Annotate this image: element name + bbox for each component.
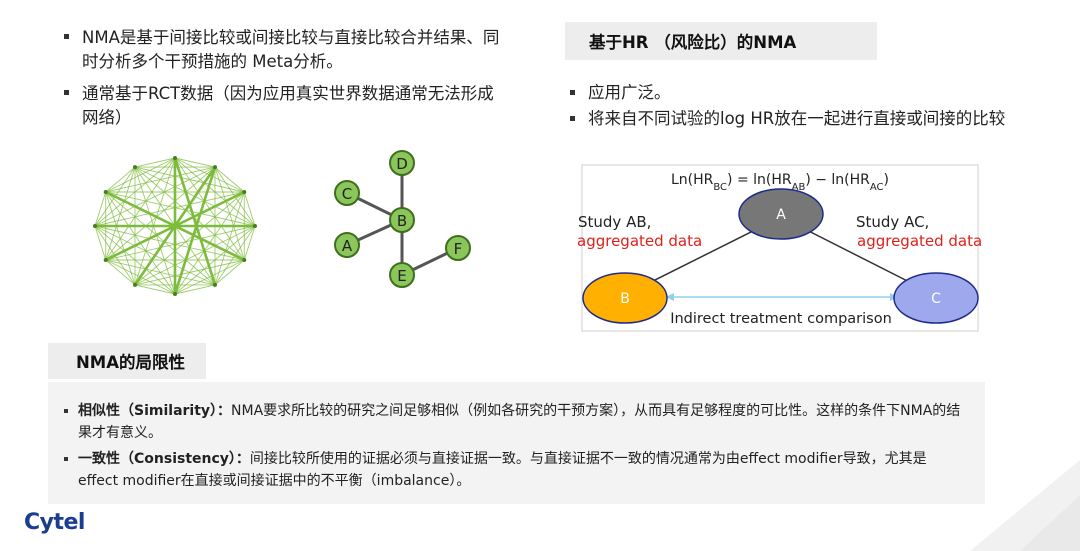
network-nodes bbox=[93, 156, 257, 296]
network-node bbox=[213, 282, 217, 287]
network-edge bbox=[94, 166, 136, 227]
network-edges bbox=[94, 157, 256, 295]
node-c-label: C bbox=[931, 291, 941, 307]
network-edge bbox=[105, 166, 136, 193]
network-node bbox=[253, 224, 257, 228]
bullet-rct-data: 通常基于RCT数据（因为应用真实世界数据通常无法形成网络） bbox=[60, 82, 510, 130]
node-c-ellipse bbox=[893, 272, 979, 324]
network-edge bbox=[174, 157, 216, 168]
node-d bbox=[389, 150, 415, 176]
limitation-similarity: 相似性（Similarity）：NMA要求所比较的研究之间足够相似（例如各研究的… bbox=[62, 400, 962, 444]
network-node bbox=[242, 258, 247, 262]
limitations-title-text: NMA的局限性 bbox=[76, 353, 185, 372]
network-edge bbox=[94, 225, 107, 261]
node-c-label: C bbox=[342, 185, 352, 203]
limitations-panel bbox=[48, 382, 985, 504]
node-b-label: B bbox=[620, 291, 630, 307]
bullet-nma-definition: NMA是基于间接比较或间接比较与直接比较合并结果、同时分析多个干预措施的 Met… bbox=[60, 26, 510, 74]
hr-bullets: 应用广泛。 将来自不同试验的log HR放在一起进行直接或间接的比较 bbox=[566, 80, 1066, 132]
bullet-widely-used: 应用广泛。 bbox=[566, 80, 1066, 106]
bullet-log-hr-comparison: 将来自不同试验的log HR放在一起进行直接或间接的比较 bbox=[566, 106, 1066, 132]
study-ac-aggregated: aggregated data bbox=[857, 232, 982, 250]
network-node bbox=[103, 190, 108, 194]
hr-section-title: 基于HR （风险比）的NMA bbox=[565, 22, 877, 60]
intro-bullets: NMA是基于间接比较或间接比较与直接比较合并结果、同时分析多个干预措施的 Met… bbox=[60, 26, 510, 138]
consistency-text: 间接比较所使用的证据必须与直接证据一致。与直接证据不一致的情况通常为由effec… bbox=[78, 451, 927, 489]
network-node bbox=[242, 190, 247, 194]
network-edge bbox=[134, 284, 176, 295]
network-edge bbox=[134, 166, 256, 227]
network-edge bbox=[134, 166, 245, 193]
hr-section-title-text: 基于HR （风险比）的NMA bbox=[589, 33, 797, 52]
network-edge bbox=[134, 191, 245, 286]
cytel-logo: Cytel bbox=[24, 510, 85, 535]
network-node bbox=[173, 292, 177, 296]
network-node bbox=[213, 165, 217, 170]
node-b bbox=[389, 207, 415, 233]
network-edge bbox=[174, 284, 216, 295]
similarity-text: NMA要求所比较的研究之间足够相似（例如各研究的干预方案），从而具有足够程度的可… bbox=[78, 403, 961, 441]
network-edge bbox=[173, 157, 217, 286]
node-a-label: A bbox=[342, 237, 353, 255]
network-edge bbox=[134, 157, 176, 168]
network-edge bbox=[134, 166, 216, 286]
network-node bbox=[133, 282, 137, 287]
limitations-title: NMA的局限性 bbox=[48, 343, 206, 379]
network-node bbox=[173, 156, 177, 160]
network-edge bbox=[214, 259, 245, 286]
network-edge bbox=[94, 225, 216, 286]
network-edge bbox=[105, 191, 216, 286]
node-e bbox=[389, 262, 415, 288]
network-edge bbox=[105, 166, 136, 261]
node-a bbox=[334, 232, 360, 258]
indirect-comparison-label: Indirect treatment comparison bbox=[670, 311, 892, 327]
network-edge bbox=[105, 225, 256, 261]
network-node bbox=[93, 224, 97, 228]
network-edge bbox=[214, 166, 245, 193]
limitation-consistency: 一致性（Consistency）：间接比较所使用的证据必须与直接证据一致。与直接… bbox=[62, 448, 962, 492]
network-edge bbox=[94, 225, 245, 261]
network-edge bbox=[105, 191, 136, 286]
network-edge bbox=[94, 191, 245, 227]
study-ab-label: Study AB, bbox=[578, 213, 651, 231]
node-b-ellipse bbox=[582, 272, 668, 324]
hr-formula: Ln(HRBC) = ln(HRAB) − ln(HRAC) bbox=[671, 172, 889, 193]
network-edge bbox=[134, 157, 176, 286]
limitations-list: 相似性（Similarity）：NMA要求所比较的研究之间足够相似（例如各研究的… bbox=[62, 400, 962, 496]
node-a-ellipse bbox=[738, 188, 824, 240]
network-edge bbox=[134, 166, 245, 261]
network-edge bbox=[94, 225, 136, 286]
star-network-diagram: D C B A E F bbox=[334, 150, 471, 288]
node-b-label: B bbox=[397, 212, 407, 230]
network-edge bbox=[105, 259, 136, 286]
network-edge bbox=[105, 191, 176, 295]
hr-indirect-comparison-diagram: Ln(HRBC) = ln(HRAB) − ln(HRAC) A B C Stu… bbox=[577, 164, 982, 332]
node-e-label: E bbox=[397, 267, 406, 285]
network-edge bbox=[243, 191, 256, 227]
network-node bbox=[103, 258, 108, 262]
node-d-label: D bbox=[396, 155, 408, 173]
similarity-term: 相似性（Similarity）： bbox=[78, 403, 232, 419]
node-f bbox=[445, 235, 471, 261]
corner-decoration bbox=[970, 460, 1080, 551]
indirect-arrow bbox=[666, 293, 898, 301]
consistency-term: 一致性（Consistency）： bbox=[78, 451, 250, 467]
study-ac-label: Study AC, bbox=[856, 213, 929, 231]
node-a-label: A bbox=[776, 207, 786, 223]
network-edge bbox=[134, 166, 176, 295]
network-edge bbox=[173, 166, 217, 295]
network-edge bbox=[105, 191, 256, 227]
diagram-frame bbox=[581, 164, 979, 332]
network-node bbox=[133, 165, 137, 170]
complete-network-diagram bbox=[93, 156, 257, 296]
network-edge bbox=[105, 166, 216, 261]
study-ab-aggregated: aggregated data bbox=[577, 232, 702, 250]
network-edge bbox=[94, 191, 107, 227]
network-edge bbox=[105, 259, 176, 295]
node-f-label: F bbox=[454, 240, 463, 258]
network-edge bbox=[243, 225, 256, 261]
node-c bbox=[334, 180, 360, 206]
